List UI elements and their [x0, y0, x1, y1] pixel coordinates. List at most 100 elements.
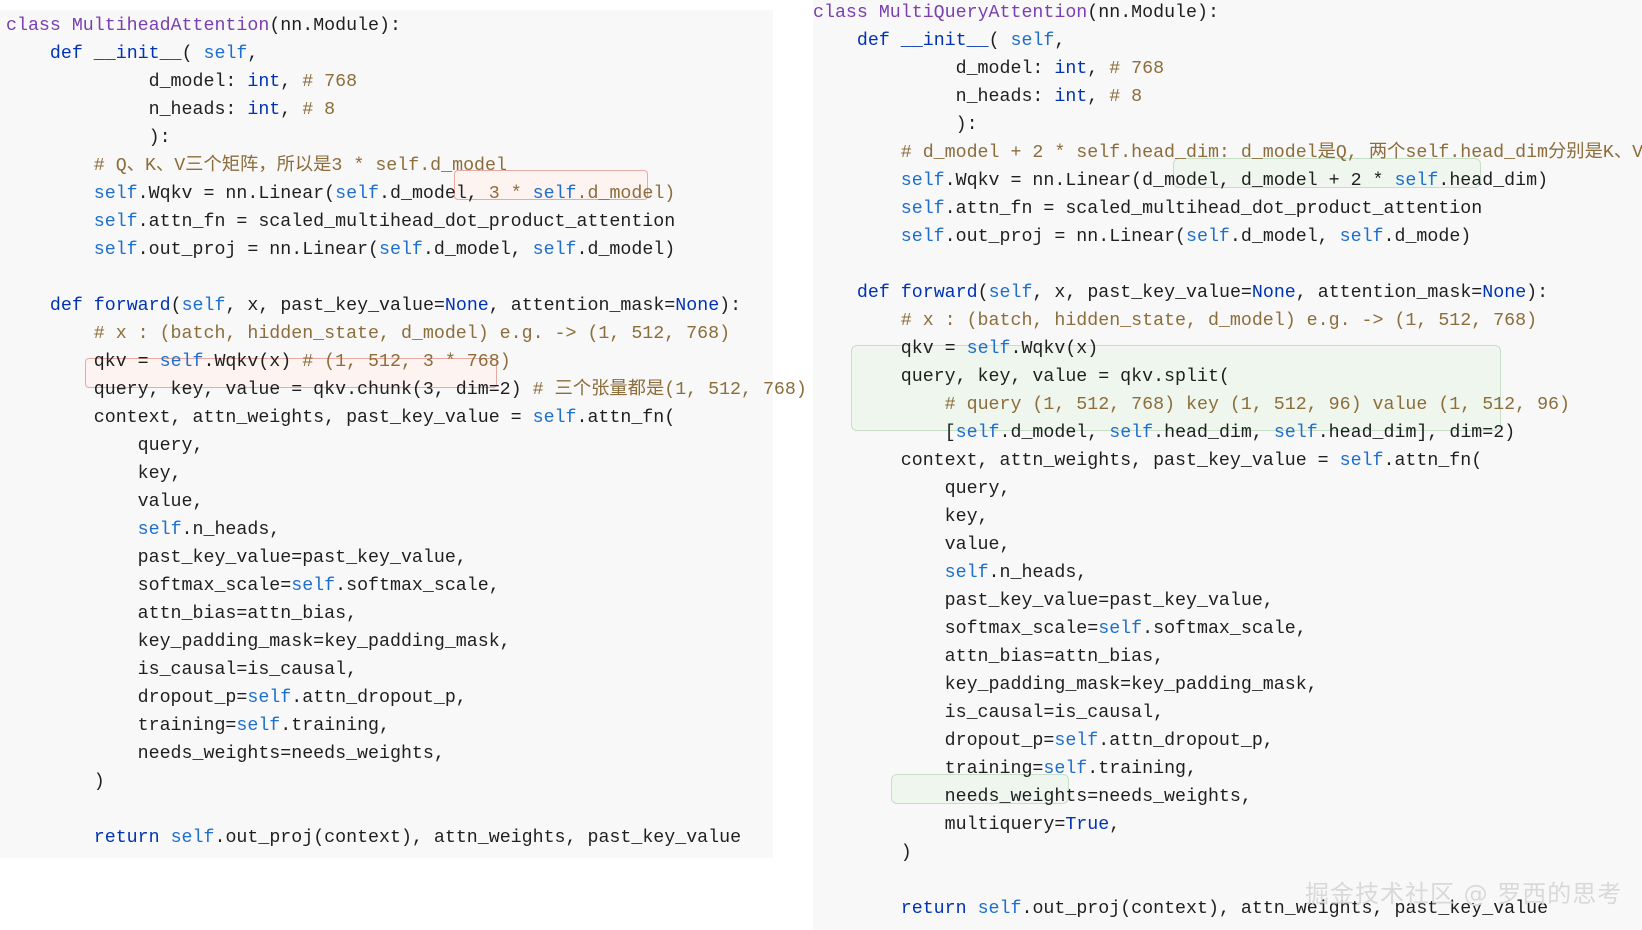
- code-token: ,: [247, 44, 259, 64]
- code-token: self: [532, 184, 577, 204]
- code-token: ,: [1087, 59, 1110, 79]
- code-token: MultiheadAttention: [71, 16, 270, 36]
- code-token: int: [247, 100, 281, 120]
- code-line: ):: [6, 124, 807, 152]
- code-token: attn_bias=attn_bias,: [6, 604, 358, 624]
- code-line: # query (1, 512, 768) key (1, 512, 96) v…: [813, 391, 1642, 419]
- code-line: def __init__( self,: [813, 27, 1642, 55]
- code-token: ,: [280, 72, 303, 92]
- code-token: key,: [813, 507, 989, 527]
- code-token: , attention_mask=: [488, 296, 676, 316]
- code-token: context, attn_weights, past_key_value =: [6, 408, 533, 428]
- code-line: key,: [6, 460, 807, 488]
- code-token: is_causal=is_causal,: [6, 660, 358, 680]
- code-token: def: [49, 44, 83, 64]
- code-token: int: [1054, 59, 1088, 79]
- code-token: self: [236, 716, 281, 736]
- code-token: softmax_scale=: [6, 576, 292, 596]
- code-token: .d_model,: [1229, 227, 1340, 247]
- code-line: dropout_p=self.attn_dropout_p,: [6, 684, 807, 712]
- code-token: .d_model,: [999, 423, 1110, 443]
- code-token: past_key_value=past_key_value,: [6, 548, 467, 568]
- multihead-attention-code: class MultiheadAttention(nn.Module): def…: [6, 12, 807, 852]
- code-token: [813, 395, 945, 415]
- highlight-wqkv-output-dim: [1173, 158, 1481, 188]
- code-token: [813, 199, 901, 219]
- code-line: training=self.training,: [813, 755, 1642, 783]
- code-token: [: [813, 423, 956, 443]
- code-token: ):: [1526, 283, 1549, 303]
- code-token: self: [966, 339, 1011, 359]
- code-token: (: [988, 31, 1011, 51]
- code-token: class: [6, 16, 72, 36]
- code-line: value,: [813, 531, 1642, 559]
- code-token: .head_dim): [1438, 171, 1549, 191]
- code-token: query,: [6, 436, 204, 456]
- code-line: dropout_p=self.attn_dropout_p,: [813, 727, 1642, 755]
- code-token: .softmax_scale,: [1142, 619, 1307, 639]
- multihead-attention-code-panel: class MultiheadAttention(nn.Module): def…: [0, 10, 807, 858]
- code-line: class MultiheadAttention(nn.Module):: [6, 12, 807, 40]
- code-token: self: [1186, 227, 1230, 247]
- code-token: def: [856, 283, 890, 303]
- code-line: attn_bias=attn_bias,: [6, 600, 807, 628]
- code-token: , attention_mask=: [1295, 283, 1483, 303]
- code-line: # Q、K、V三个矩阵，所以是3 * self.d_model: [6, 152, 807, 180]
- code-line: needs_weights=needs_weights,: [6, 740, 807, 768]
- multiquery-attention-code-panel: class MultiQueryAttention(nn.Module): de…: [813, 0, 1642, 930]
- code-token: [6, 828, 94, 848]
- code-token: [83, 44, 94, 64]
- code-token: self: [988, 283, 1033, 303]
- code-token: qkv =: [6, 352, 160, 372]
- code-token: self: [1043, 759, 1088, 779]
- code-token: query, key, value = qkv.split(: [813, 367, 1230, 387]
- code-token: (nn.Module):: [1087, 3, 1219, 23]
- code-token: .Wqkv(x): [203, 352, 303, 372]
- code-line: past_key_value=past_key_value,: [6, 544, 807, 572]
- code-token: .attn_dropout_p,: [1098, 731, 1274, 751]
- code-token: [890, 31, 901, 51]
- code-token: .out_proj(context), attn_weights, past_k…: [214, 828, 742, 848]
- code-token: self: [170, 828, 215, 848]
- code-token: training=: [813, 759, 1044, 779]
- code-token: [6, 156, 94, 176]
- code-token: , x, past_key_value=: [1032, 283, 1252, 303]
- code-token: self: [1273, 423, 1318, 443]
- code-line: query, key, value = qkv.split(: [813, 363, 1642, 391]
- code-token: ,: [280, 100, 303, 120]
- code-token: 3 *: [488, 184, 533, 204]
- code-line: query, key, value = qkv.chunk(3, dim=2) …: [6, 376, 807, 404]
- code-line: ):: [813, 111, 1642, 139]
- code-line: self.n_heads,: [6, 516, 807, 544]
- code-token: [813, 31, 857, 51]
- code-token: softmax_scale=: [813, 619, 1099, 639]
- code-line: # x : (batch, hidden_state, d_model) e.g…: [6, 320, 807, 348]
- code-token: # (1, 512, 3 * 768): [302, 352, 511, 372]
- code-token: [813, 143, 901, 163]
- code-token: [890, 283, 901, 303]
- code-token: self: [1109, 423, 1154, 443]
- code-token: .attn_dropout_p,: [291, 688, 467, 708]
- code-line: multiquery=True,: [813, 811, 1642, 839]
- code-line: def __init__( self,: [6, 40, 807, 68]
- code-token: True: [1065, 815, 1110, 835]
- code-token: d_model:: [813, 59, 1055, 79]
- code-token: # x : (batch, hidden_state, d_model) e.g…: [900, 311, 1538, 331]
- code-line: softmax_scale=self.softmax_scale,: [6, 572, 807, 600]
- code-token: ,: [1087, 87, 1110, 107]
- code-token: [967, 899, 978, 919]
- code-token: [6, 44, 50, 64]
- code-token: .n_heads,: [988, 563, 1088, 583]
- code-token: needs_weights=needs_weights,: [6, 744, 445, 764]
- code-token: .d_mode): [1383, 227, 1472, 247]
- code-token: __init__: [93, 44, 182, 64]
- code-token: qkv =: [813, 339, 967, 359]
- code-token: def: [49, 296, 83, 316]
- code-line: n_heads: int, # 8: [813, 83, 1642, 111]
- code-line: def forward(self, x, past_key_value=None…: [813, 279, 1642, 307]
- code-token: [6, 212, 94, 232]
- code-token: .out_proj = nn.Linear(: [944, 227, 1187, 247]
- highlight-qkv-split: [851, 345, 1501, 431]
- code-token: # 768: [1109, 59, 1165, 79]
- code-line: query,: [813, 475, 1642, 503]
